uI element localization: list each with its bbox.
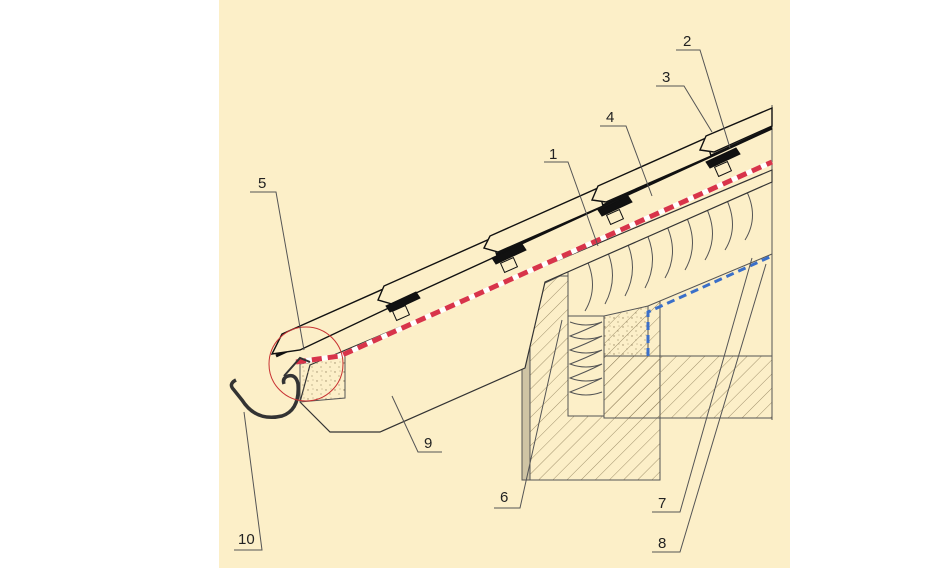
tile-nose: [491, 243, 527, 265]
vapor-barrier: [646, 254, 773, 356]
batten: [499, 256, 519, 274]
roof-tile: [698, 106, 773, 153]
label-8: 8: [658, 535, 666, 552]
label-2: 2: [683, 33, 691, 50]
label-3: 3: [662, 69, 670, 86]
batten: [713, 160, 733, 178]
detail-highlight-circle: [268, 326, 344, 402]
gutter: [229, 373, 300, 419]
underlay-membrane-dashes: [295, 159, 774, 365]
label-4: 4: [606, 109, 614, 126]
tile-nose: [385, 291, 421, 313]
tile-nose: [705, 147, 741, 169]
label-7: 7: [658, 495, 666, 512]
leader-lines: [234, 49, 767, 553]
eave-rafter: [299, 169, 773, 433]
wall-insulation-wave: [568, 321, 603, 396]
leader-10: [234, 411, 263, 551]
tile-battens: [385, 147, 741, 322]
batten: [391, 304, 411, 322]
leader-6: [494, 319, 563, 509]
leader-7: [652, 257, 753, 513]
batten: [605, 208, 625, 226]
tile-nose: [597, 195, 633, 217]
leader-9: [391, 395, 442, 453]
leader-3: [656, 85, 713, 133]
rafter-insulation-wave: [584, 187, 753, 312]
label-10: 10: [238, 531, 255, 548]
label-1: 1: [549, 146, 557, 163]
roof-tiles: [270, 106, 773, 355]
leader-5: [250, 191, 305, 351]
label-9: 9: [424, 435, 432, 452]
label-5: 5: [258, 175, 266, 192]
leader-8: [652, 263, 767, 553]
gutter-bracket: [283, 356, 311, 377]
leader-1: [544, 161, 599, 247]
leader-2: [676, 49, 731, 149]
ceiling-beam: [603, 355, 773, 419]
leader-4: [600, 125, 653, 197]
label-6: 6: [500, 489, 508, 506]
